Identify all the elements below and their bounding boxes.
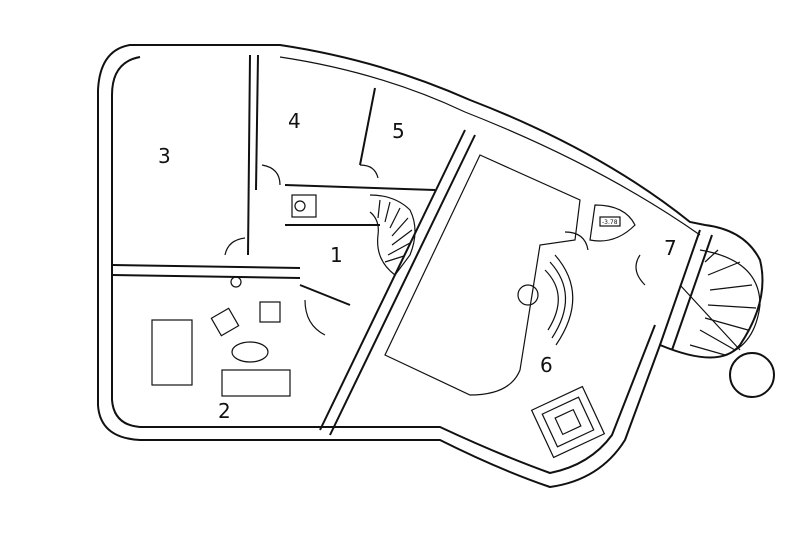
stair-spiral: [679, 249, 775, 398]
room-label-1: 1: [330, 243, 343, 267]
level-marker-text: -3.78: [602, 219, 618, 226]
interior-walls: [111, 54, 713, 436]
stair-main: [369, 194, 416, 276]
room-label-4: 4: [288, 109, 301, 133]
room-label-6: 6: [540, 353, 553, 377]
room-label-3: 3: [158, 144, 171, 168]
doors: [224, 164, 646, 336]
room-label-2: 2: [218, 399, 231, 423]
room-label-7: 7: [664, 236, 677, 260]
room-label-5: 5: [392, 119, 405, 143]
furniture: [151, 194, 606, 459]
level-marker: -3.78: [589, 204, 636, 242]
